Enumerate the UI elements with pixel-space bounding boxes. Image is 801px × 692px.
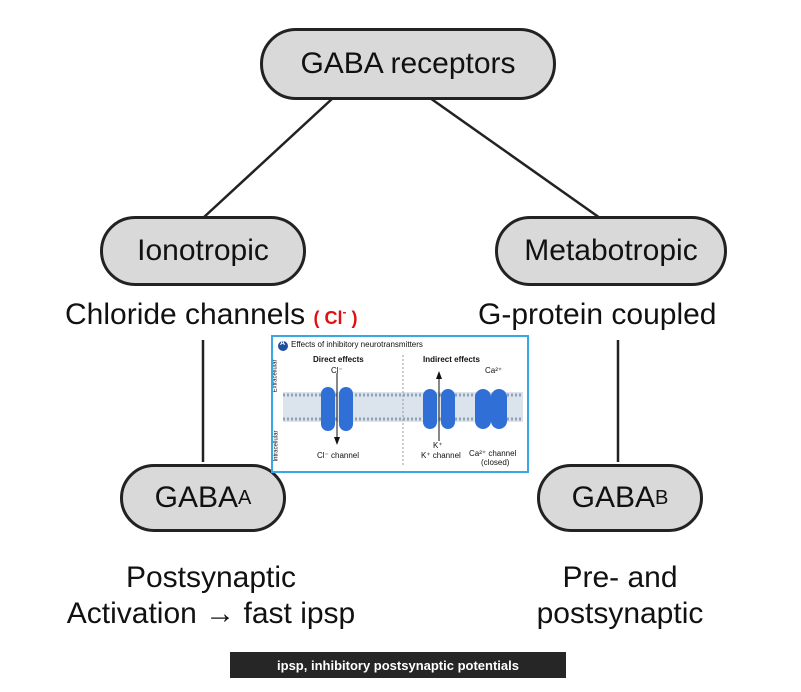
direct-effects-label: Direct effects [313, 355, 364, 364]
footnote-banner: ipsp, inhibitory postsynaptic potentials [230, 652, 566, 678]
k-label: K⁺ [433, 441, 443, 450]
cl-channel-label: Cl⁻ channel [317, 451, 360, 460]
ca-top-label: Ca²⁺ [485, 366, 503, 375]
ionotropic-node: Ionotropic [100, 216, 306, 286]
chloride-channels-text: Chloride channels ( Cl- ) [65, 298, 358, 331]
chloride-ion-label: ( Cl- ) [313, 305, 358, 328]
ca-channel-label: Ca²⁺ channel [469, 449, 517, 458]
metabotropic-label: Metabotropic [524, 234, 698, 267]
inset-title: Effects of inhibitory neurotransmitters [291, 340, 423, 349]
metabotropic-node: Metabotropic [495, 216, 727, 286]
extracellular-label: Extracellular [272, 359, 279, 393]
ca-closed-label: (closed) [481, 458, 510, 467]
cl-top-label: Cl⁻ [331, 366, 343, 375]
root-node: GABA receptors [260, 28, 556, 100]
k-channel-label: K⁺ channel [421, 451, 461, 460]
arrow-icon: → [205, 597, 236, 630]
intracellular-label: Intracellular [273, 430, 280, 462]
inset-figure: A Effects of inhibitory neurotransmitter… [271, 335, 529, 473]
gaba-a-description: Postsynaptic Activation → fast ipsp [66, 561, 356, 630]
gaba-b-description: Pre- and postsynaptic [536, 561, 704, 630]
g-protein-text: G-protein coupled [478, 298, 717, 331]
root-label: GABA receptors [300, 47, 516, 80]
ionotropic-label: Ionotropic [137, 234, 269, 267]
inset-badge: A [280, 340, 286, 347]
indirect-effects-label: Indirect effects [423, 355, 480, 364]
membrane-illustration [278, 341, 523, 465]
